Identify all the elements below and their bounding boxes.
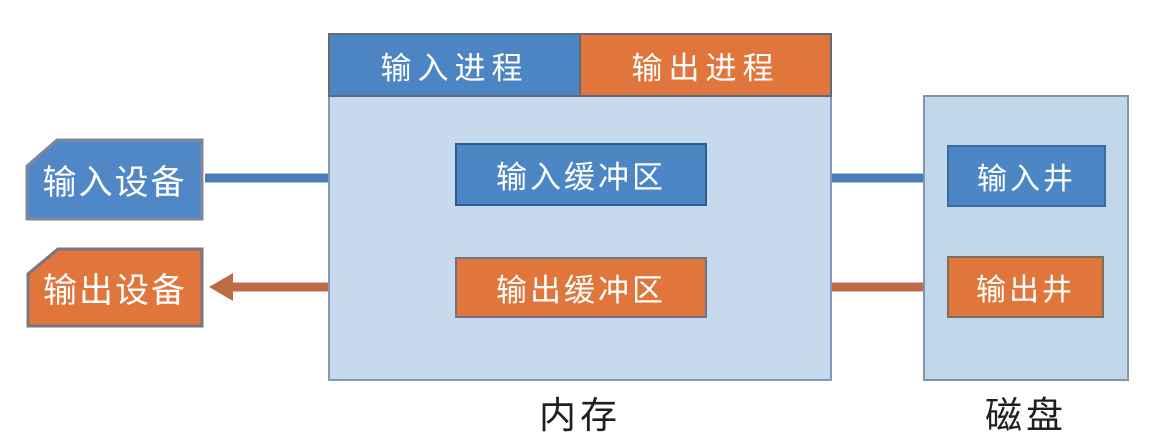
memory-caption-text: 内存 [539, 396, 621, 437]
disk-caption: 磁盘 [923, 389, 1129, 437]
output-process-label: 输出进程 [631, 50, 780, 86]
memory-caption: 内存 [328, 389, 832, 437]
input-buffer-label: 输入缓冲区 [496, 160, 666, 195]
output-well-label: 输出井 [976, 274, 1075, 307]
output-device-label: 输出设备 [43, 273, 187, 310]
input-well-box: 输入井 [947, 145, 1106, 207]
input-well-label: 输入井 [977, 163, 1076, 196]
memory-container [328, 95, 832, 381]
input-device-label: 输入设备 [42, 165, 187, 202]
output-well-box: 输出井 [947, 256, 1104, 318]
disk-caption-text: 磁盘 [985, 396, 1067, 437]
input-process-label: 输入进程 [380, 50, 529, 86]
output-buffer-box: 输出缓冲区 [455, 257, 707, 318]
input-buffer-box: 输入缓冲区 [455, 143, 707, 206]
output-device-shape [26, 247, 204, 328]
output-device-box: 输出设备 [27, 248, 203, 327]
input-device-shape [25, 138, 204, 221]
disk-container [923, 95, 1129, 381]
input-device-box: 输入设备 [26, 139, 203, 220]
output-process-tab: 输出进程 [579, 33, 832, 97]
input-process-tab: 输入进程 [328, 33, 581, 97]
output-buffer-label: 输出缓冲区 [496, 273, 666, 308]
